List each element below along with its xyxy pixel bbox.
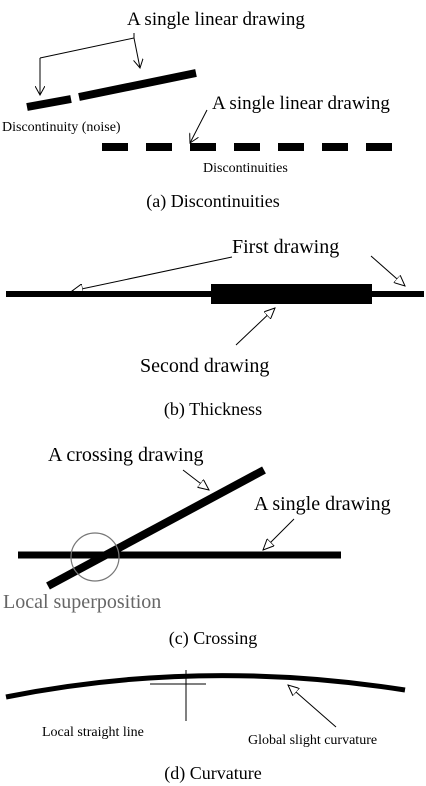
panel-b-label-second: Second drawing bbox=[140, 355, 269, 377]
arrow-first-left bbox=[72, 256, 233, 291]
curved-line bbox=[5, 673, 406, 700]
panel-a-label-disc: Discontinuities bbox=[203, 161, 288, 176]
arrow-crossing bbox=[182, 469, 209, 490]
panel-c-label-crossing: A crossing drawing bbox=[48, 444, 204, 466]
arrow-global bbox=[288, 685, 337, 728]
arrow-second bbox=[235, 308, 275, 346]
crossing-drawing-line bbox=[46, 466, 266, 590]
panel-d-curvature: Local straight line Global slight curvat… bbox=[5, 670, 406, 784]
panel-d-caption: (d) Curvature bbox=[164, 763, 261, 784]
panel-d-label-local: Local straight line bbox=[42, 725, 144, 740]
arrow-to-right-segment bbox=[134, 37, 140, 68]
broken-segment-left bbox=[26, 95, 72, 111]
panel-b-thickness: First drawing Second drawing (b) Thickne… bbox=[6, 236, 424, 420]
panel-c-crossing: A crossing drawing A single drawing Loca… bbox=[3, 444, 391, 649]
panel-c-label-single: A single drawing bbox=[254, 493, 391, 515]
second-drawing-thick bbox=[211, 284, 372, 304]
panel-a-label-noise: Discontinuity (noise) bbox=[2, 120, 121, 135]
panel-d-label-global: Global slight curvature bbox=[248, 733, 377, 748]
superposition-circle bbox=[70, 532, 120, 582]
arrow-to-dashed-line bbox=[190, 109, 208, 143]
panel-b-label-first: First drawing bbox=[232, 236, 339, 258]
arrow-single bbox=[263, 518, 295, 550]
panel-a-caption: (a) Discontinuities bbox=[146, 191, 279, 212]
arrow-first-right bbox=[370, 255, 405, 286]
panel-b-caption: (b) Thickness bbox=[164, 399, 262, 420]
panel-a-discontinuities: A single linear drawing Discontinuity (n… bbox=[2, 9, 396, 212]
panel-c-label-local: Local superposition bbox=[3, 591, 161, 613]
panel-a-label-top: A single linear drawing bbox=[127, 9, 305, 30]
panel-a-label-right: A single linear drawing bbox=[212, 93, 390, 114]
broken-segment-right bbox=[78, 69, 197, 101]
panel-c-caption: (c) Crossing bbox=[169, 628, 258, 649]
bracket-line bbox=[39, 33, 135, 59]
